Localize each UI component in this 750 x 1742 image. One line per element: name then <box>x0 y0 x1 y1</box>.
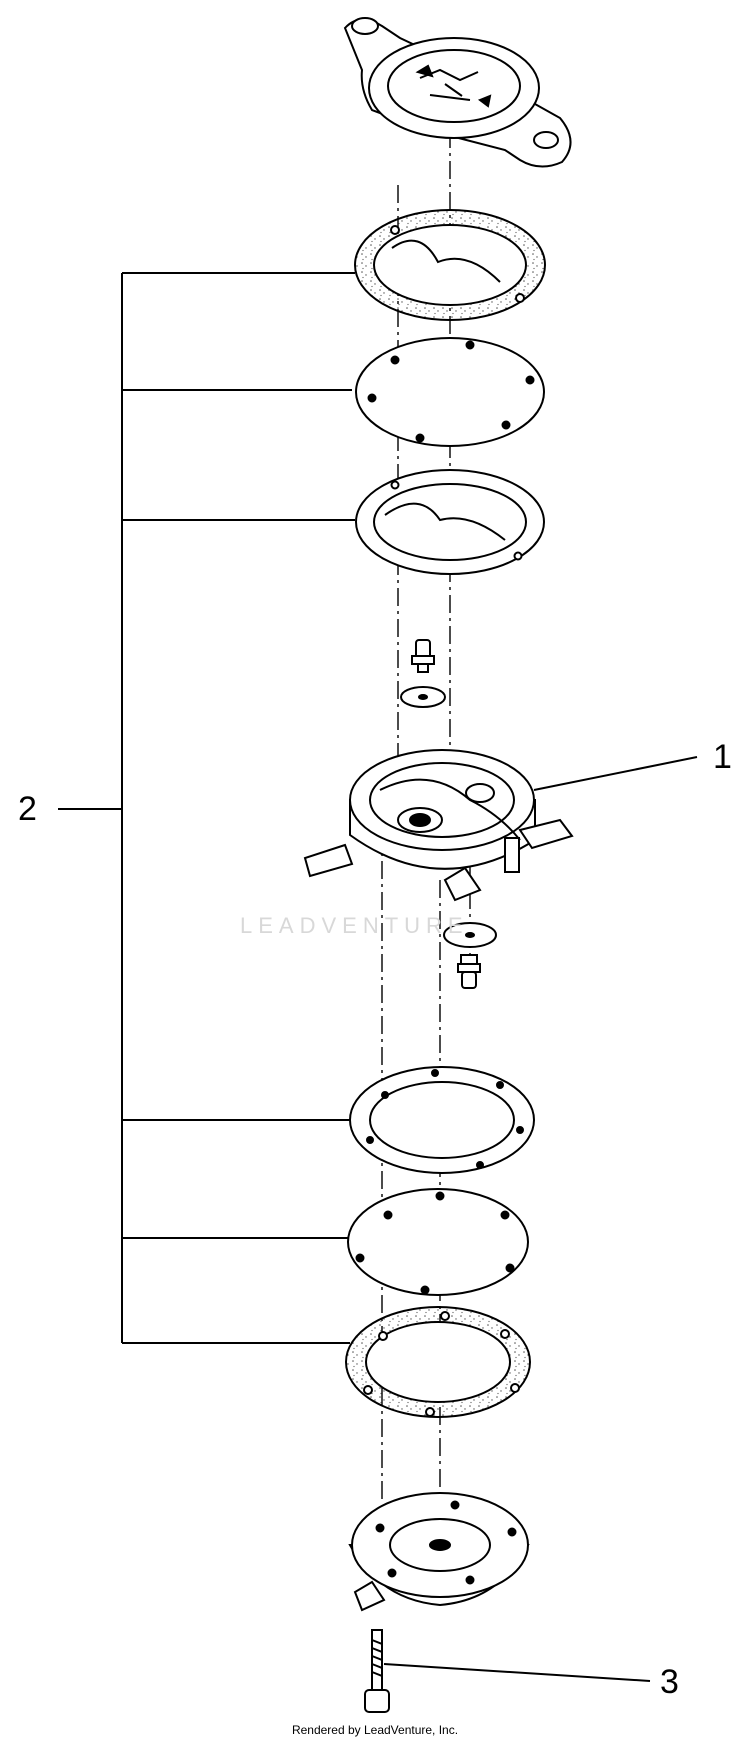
callout-1-label: 1 <box>713 738 732 776</box>
inlet-valve-upper <box>400 639 446 708</box>
callout-2-label: 2 <box>18 790 37 828</box>
gasket-lower <box>349 1066 535 1174</box>
screw <box>364 1629 390 1713</box>
diaphragm-top <box>355 337 545 447</box>
pump-body <box>303 749 574 902</box>
diaphragm-bottom <box>347 1188 529 1296</box>
gasket-upper <box>355 469 545 575</box>
top-cover <box>343 17 572 168</box>
callout-3-label: 3 <box>660 1663 679 1701</box>
callout-2-bracket <box>58 272 355 1344</box>
outlet-valve-lower <box>443 922 497 989</box>
watermark-text: LEADVENTURE <box>240 913 469 938</box>
footer-credit: Rendered by LeadVenture, Inc. <box>291 1723 459 1737</box>
gasket-bottom <box>345 1306 531 1418</box>
callout-3-leader <box>383 1663 651 1682</box>
bottom-cover <box>348 1492 530 1612</box>
callout-1-leader <box>533 756 698 791</box>
gasket-top <box>354 209 546 321</box>
